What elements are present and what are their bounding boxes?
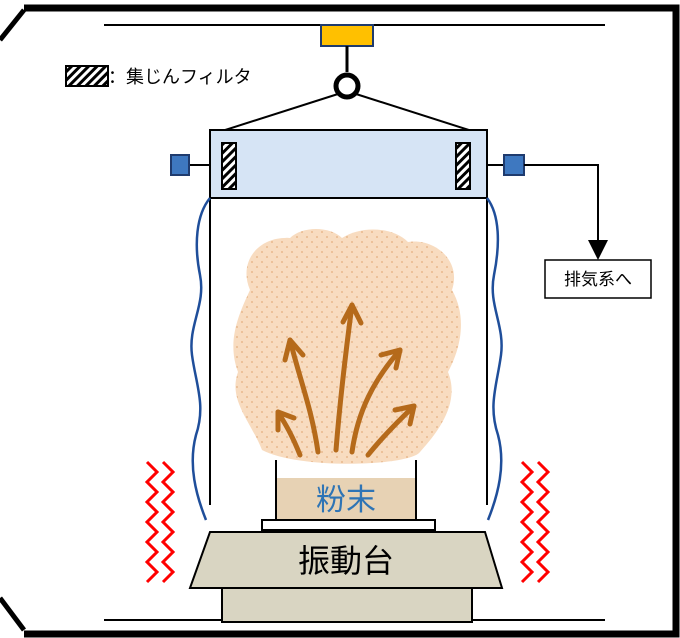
hoist-ring xyxy=(333,72,361,100)
powder-tray xyxy=(276,478,416,520)
powder-flow-arrows xyxy=(275,302,417,458)
sling-right xyxy=(355,93,473,132)
enclosure-frame xyxy=(24,4,680,638)
exhaust-label: 排気系へ xyxy=(564,270,632,290)
curtain-right xyxy=(485,197,503,521)
flow-arrow-4 xyxy=(349,347,403,455)
vibration-table-base xyxy=(221,587,473,623)
frame-left-diagonal-top xyxy=(0,8,26,42)
vibration-table-top xyxy=(188,531,504,589)
flow-arrow-3 xyxy=(333,302,355,453)
filter-legend-label: ：集じんフィルタ xyxy=(108,67,252,88)
powder-label: 粉末 xyxy=(316,483,376,518)
sling-left xyxy=(221,93,339,132)
dust-filter-left xyxy=(221,142,237,190)
vibration-lines-right xyxy=(519,460,551,584)
filter-legend-swatch xyxy=(65,65,109,87)
right-port xyxy=(503,154,525,176)
flow-arrow-2 xyxy=(287,337,321,455)
left-port xyxy=(170,154,190,176)
dust-filter-right xyxy=(455,142,471,190)
vibration-table-label: 振動台 xyxy=(298,542,394,580)
hoist-block xyxy=(320,24,374,47)
frame-left-diagonal-bottom xyxy=(0,596,26,632)
sample-plate xyxy=(261,519,436,531)
flow-arrow-5 xyxy=(365,403,417,458)
curtain-left xyxy=(190,197,211,521)
vibration-lines-left xyxy=(144,460,176,584)
exhaust-pipe xyxy=(524,164,608,260)
exhaust-label-box xyxy=(544,259,652,299)
exhaust-hood xyxy=(209,129,488,199)
